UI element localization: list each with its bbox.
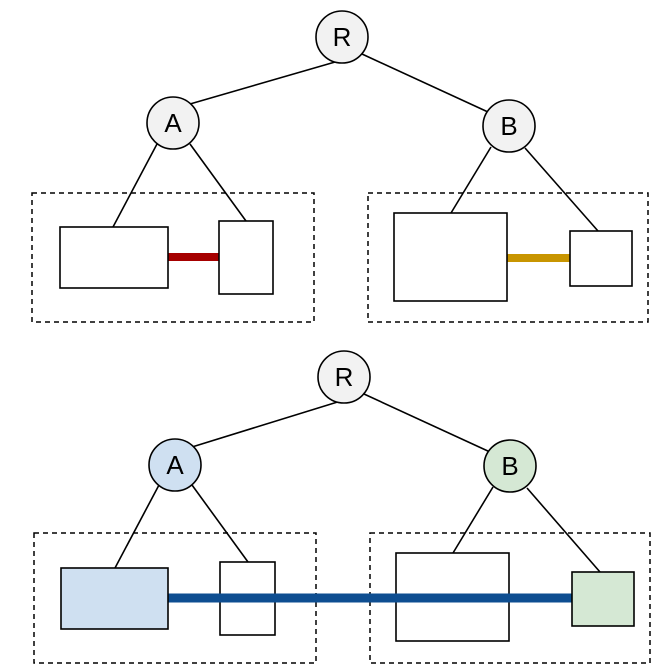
top-right-group-region: [367, 192, 649, 323]
bottom-edge-r-a: [191, 399, 345, 448]
bottom-edge-b-rightbox: [526, 487, 601, 573]
bottom-b-right-box-highlighted: [571, 571, 635, 627]
top-node-a: A: [146, 96, 200, 150]
bottom-root-label: R: [335, 362, 354, 392]
bottom-node-b-label: B: [501, 451, 518, 481]
bottom-edge-b-leftbox: [452, 486, 494, 554]
bottom-node-b: B: [483, 439, 537, 493]
bottom-edge-a-leftbox: [114, 484, 160, 569]
bottom-node-a: A: [148, 438, 202, 492]
bottom-tree: R A B: [33, 350, 651, 664]
bottom-root-circle: [317, 350, 371, 404]
top-edge-a-leftbox: [112, 143, 158, 228]
top-edge-a-rightbox: [189, 143, 247, 222]
bottom-a-left-box-highlighted: [60, 567, 169, 630]
bottom-node-b-circle: [483, 439, 537, 493]
top-root-circle: [315, 10, 369, 64]
bottom-node-a-label: A: [166, 450, 184, 480]
bottom-edge-r-b: [363, 393, 491, 453]
top-left-group-region: [31, 192, 315, 323]
bottom-edge-a-rightbox: [191, 484, 249, 563]
top-node-a-label: A: [164, 108, 182, 138]
bottom-root-node: R: [317, 350, 371, 404]
top-node-b-label: B: [500, 111, 517, 141]
top-node-b-circle: [482, 99, 536, 153]
top-edge-b-leftbox: [450, 146, 492, 214]
top-a-left-box: [59, 226, 169, 289]
top-tree: R A B: [31, 10, 649, 323]
top-a-right-box: [218, 220, 274, 295]
top-edge-b-rightbox: [524, 147, 599, 232]
top-b-right-box: [569, 230, 633, 287]
top-root-node: R: [315, 10, 369, 64]
top-node-a-circle: [146, 96, 200, 150]
top-edge-r-a: [189, 59, 343, 105]
bottom-right-group-region: [369, 532, 651, 664]
top-root-label: R: [333, 22, 352, 52]
top-node-b: B: [482, 99, 536, 153]
bottom-node-a-circle: [148, 438, 202, 492]
top-b-left-box: [393, 212, 508, 302]
top-edge-r-b: [361, 53, 489, 113]
